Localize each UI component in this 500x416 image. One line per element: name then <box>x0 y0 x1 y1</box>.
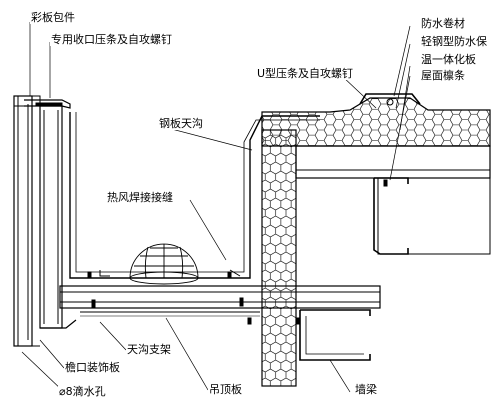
drip-hole <box>14 319 77 347</box>
label-hot-air-weld-seam: 热风焊接接缝 <box>106 191 174 204</box>
label-wall-beam: 墙梁 <box>354 383 378 396</box>
label-drip-hole: ⌀8滴水孔 <box>58 385 107 398</box>
label-gutter-support: 天沟支架 <box>126 343 172 356</box>
label-ceiling-panel: 吊顶板 <box>208 383 243 396</box>
outlet-strainer <box>129 243 199 285</box>
label-steel-gutter: 钢板天沟 <box>158 117 204 130</box>
label-roof-purlin: 屋面檩条 <box>420 69 466 82</box>
roof-sandwich-panel <box>261 97 491 255</box>
gutter-outer-wall <box>39 105 63 329</box>
gutter-support-strip <box>59 285 381 309</box>
label-light-steel-insulation-1: 轻钢型防水保 <box>420 35 488 48</box>
roof-purlin <box>373 177 409 255</box>
ceiling-board <box>80 311 260 317</box>
standing-seam <box>359 93 421 106</box>
label-eave-trim-panel: 檐口装饰板 <box>64 361 121 374</box>
label-light-steel-insulation-2: 温一体化板 <box>420 53 477 66</box>
label-u-trim-screw: U型压条及自攻螺钉 <box>256 67 355 80</box>
label-color-panel-flashing: 彩板包件 <box>30 11 76 24</box>
label-waterproof-membrane: 防水卷材 <box>420 17 466 30</box>
self-tapping-screws <box>87 179 388 325</box>
wall-insulation-panel <box>261 129 297 387</box>
eave-trim-panel <box>13 95 41 347</box>
leader-lines <box>21 22 411 393</box>
wall-beam <box>299 309 371 361</box>
color-panel-flashing <box>24 99 71 109</box>
label-special-trim-screw: 专用收口压条及自攻螺钉 <box>50 33 173 46</box>
